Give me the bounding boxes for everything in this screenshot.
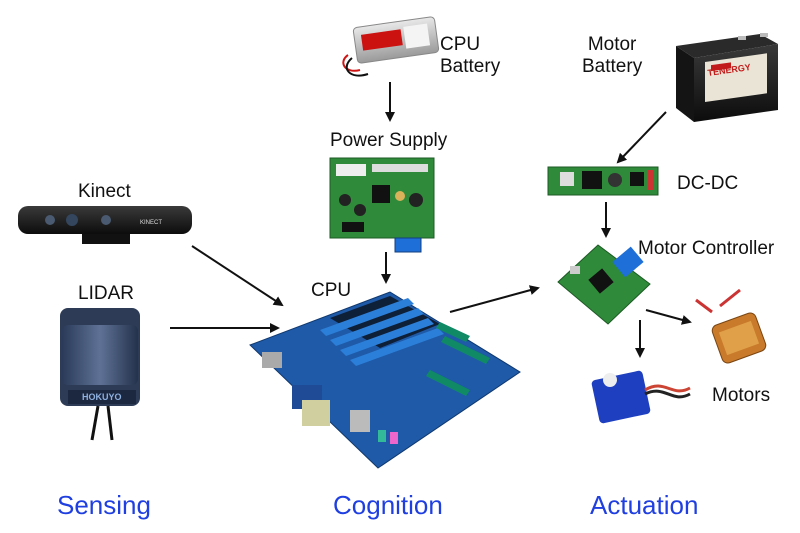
- label-lidar: LIDAR: [78, 283, 134, 304]
- arrow-motor-battery-to-dc-dc: [616, 111, 667, 164]
- arrow-kinect-to-cpu: [191, 245, 284, 307]
- section-sensing: Sensing: [57, 490, 151, 520]
- label-kinect: Kinect: [78, 181, 131, 202]
- cpu-battery-image: [342, 16, 440, 77]
- arrow-motor-controller-to-motors: [645, 309, 692, 325]
- lidar-image: [60, 308, 140, 441]
- kinect-brand-logo: KINECT: [140, 220, 162, 226]
- label-motor-battery: Motor Battery: [582, 34, 643, 77]
- section-actuation: Actuation: [590, 490, 699, 520]
- arrow-cpu-to-motor-controller: [449, 285, 540, 313]
- label-cpu: CPU: [311, 280, 352, 301]
- servo-image: [591, 370, 691, 424]
- power-supply-image: [329, 157, 435, 253]
- label-dc-dc: DC-DC: [677, 173, 739, 194]
- motor-battery-image: [676, 33, 778, 122]
- motor-controller-image: [557, 244, 651, 325]
- label-cpu-battery: CPU Battery: [440, 34, 501, 77]
- lidar-brand-logo: HOKUYO: [82, 392, 122, 402]
- kinect-image: [18, 206, 192, 244]
- dc-dc-image: [547, 166, 659, 196]
- arrows: [170, 82, 692, 358]
- label-power-supply: Power Supply: [330, 130, 448, 151]
- dc-motor-image: [695, 288, 767, 364]
- label-motors: Motors: [712, 385, 771, 406]
- section-cognition: Cognition: [333, 490, 443, 520]
- cpu-motherboard-image: [249, 291, 521, 469]
- label-motor-controller: Motor Controller: [638, 238, 775, 259]
